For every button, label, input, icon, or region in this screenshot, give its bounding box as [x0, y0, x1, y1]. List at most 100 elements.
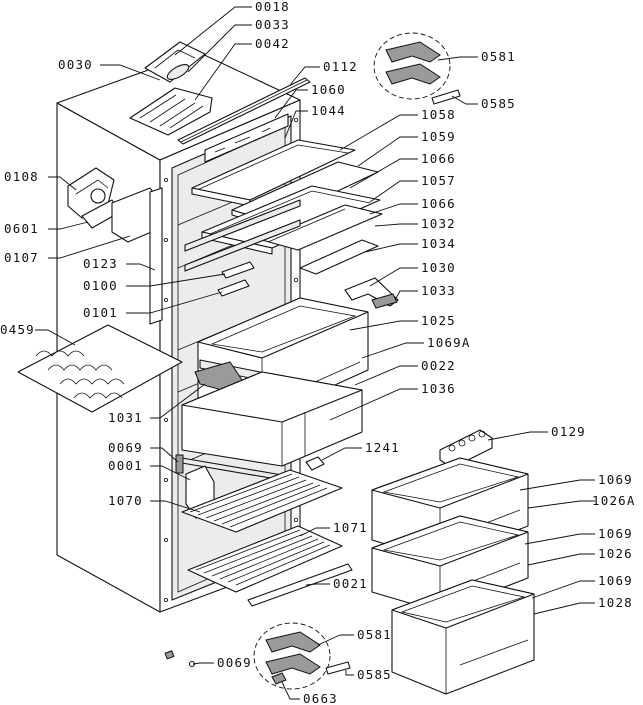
part-0069-bracket — [175, 454, 184, 474]
label-1071: 1071 — [333, 520, 368, 535]
lamp-cover — [129, 87, 213, 136]
label-1059: 1059 — [421, 129, 456, 144]
egg-tray-cups — [47, 364, 113, 371]
thermostat-knob — [90, 188, 106, 204]
label-1058: 1058 — [421, 107, 456, 122]
egg-tray-body — [17, 324, 183, 413]
egg-tray-0459 — [17, 324, 183, 413]
wire-shelf-1070-wires — [189, 473, 328, 528]
leader-0022 — [354, 365, 418, 386]
leader-1069a — [519, 479, 595, 491]
label-0663: 0663 — [303, 691, 338, 705]
label-0581-bottom: 0581 — [357, 627, 392, 642]
drawer-1025-rim — [210, 305, 357, 353]
label-0601: 0601 — [4, 221, 39, 236]
leader-1069A — [361, 342, 424, 359]
leader-1026A — [527, 500, 595, 509]
leader-1036 — [329, 388, 418, 421]
hinge-detail-top-outline — [373, 32, 451, 100]
label-1057: 1057 — [421, 173, 456, 188]
leader-1059 — [357, 136, 418, 167]
label-1066a: 1066 — [421, 151, 456, 166]
label-1032: 1032 — [421, 216, 456, 231]
leader-0585-top — [451, 95, 478, 105]
leader-0069b — [192, 662, 214, 665]
shelf-bracket-0101 — [217, 279, 250, 297]
leader-0101 — [126, 291, 223, 314]
seal-strip-line — [180, 79, 308, 143]
label-0033: 0033 — [255, 17, 290, 32]
control-panel-details — [214, 127, 271, 153]
hinge-part-lower — [265, 653, 321, 675]
drawer-1028-lip — [459, 639, 529, 666]
label-0585-bottom: 0585 — [357, 667, 392, 682]
label-1028: 1028 — [598, 595, 633, 610]
label-0042: 0042 — [255, 36, 290, 51]
label-1241: 1241 — [365, 440, 400, 455]
drawer-1026-rim — [382, 521, 520, 561]
label-0100: 0100 — [83, 278, 118, 293]
label-0459: 0459 — [0, 322, 35, 337]
leader-lines — [35, 6, 595, 700]
leader-1241 — [321, 447, 362, 461]
shelf-1032-edge — [267, 208, 346, 243]
glass-shelves — [184, 139, 383, 297]
leader-1060 — [274, 89, 308, 119]
leader-1026 — [527, 553, 595, 566]
leader-1070 — [150, 500, 201, 513]
shelf-1032 — [261, 204, 383, 251]
label-0030: 0030 — [58, 57, 93, 72]
part-1241 — [305, 456, 325, 471]
chiller-compartment — [181, 371, 363, 481]
label-0581-top: 0581 — [481, 49, 516, 64]
leader-1028 — [533, 602, 595, 615]
part-0021-strip — [247, 563, 353, 607]
label-0112: 0112 — [323, 59, 358, 74]
label-1060: 1060 — [311, 82, 346, 97]
leader-1033 — [394, 290, 418, 301]
label-1069A: 1069A — [427, 335, 471, 350]
label-1036: 1036 — [421, 381, 456, 396]
leader-0001 — [150, 465, 191, 481]
label-1070: 1070 — [108, 493, 143, 508]
side-bracket-assembly — [344, 277, 399, 309]
hinge-detail-top — [373, 32, 461, 105]
leader-0112 — [289, 66, 320, 86]
wire-shelf-1071-wires — [195, 529, 331, 586]
bracket-1033 — [371, 293, 398, 309]
label-0585-top: 0585 — [481, 96, 516, 111]
label-0001: 0001 — [108, 458, 143, 473]
vertical-duct-0123 — [149, 187, 163, 325]
leader-0581-bottom — [317, 634, 354, 646]
shelf-1034 — [299, 239, 379, 275]
shelf-rail-left — [184, 199, 301, 252]
wire-shelf-1070-frame — [181, 469, 343, 533]
leader-1030 — [369, 267, 418, 287]
leader-0107 — [48, 235, 131, 259]
wire-shelf-1071-frame — [187, 525, 343, 593]
hinge-spacer-0585 — [325, 661, 351, 675]
shelf-1058-edge — [196, 144, 349, 191]
hinge-spacer-0585 — [431, 89, 461, 105]
drawer-1028-rim — [400, 585, 526, 623]
label-0018: 0018 — [255, 0, 290, 14]
label-1034: 1034 — [421, 236, 456, 251]
leader-0585-bottom — [345, 670, 354, 676]
shelf-bracket-0100 — [221, 261, 255, 279]
lamp-bulb — [166, 64, 190, 80]
leader-0069a — [150, 447, 179, 463]
shelf-rail-mid — [184, 219, 301, 272]
leader-1071 — [299, 527, 330, 537]
hinge-part-upper — [265, 631, 321, 653]
thermostat-detail — [75, 179, 109, 195]
label-0108: 0108 — [4, 169, 39, 184]
leader-0663 — [281, 681, 300, 700]
label-0021: 0021 — [333, 576, 368, 591]
chiller-top — [181, 371, 363, 423]
leader-0100 — [126, 273, 226, 287]
leader-0123 — [126, 263, 156, 271]
lamp-housing — [144, 41, 206, 83]
